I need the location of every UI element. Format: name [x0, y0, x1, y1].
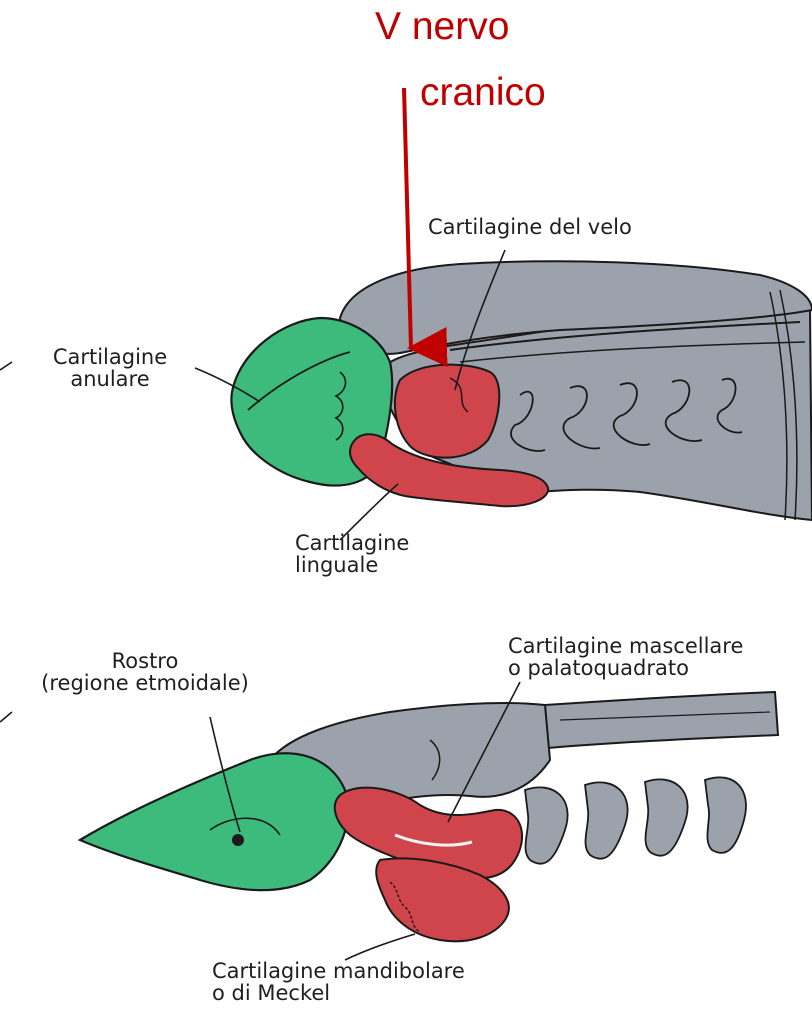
branchial-arch-3 — [645, 779, 688, 855]
margin-tick-2 — [0, 712, 12, 722]
velum-cartilage — [395, 365, 499, 458]
label-meckel: Cartilagine mandibolare o di Meckel — [212, 960, 465, 1004]
nerve-label-line1: V nervo — [375, 6, 509, 48]
label-lingual-cartilage: Cartilagine linguale — [295, 532, 409, 576]
branchial-arch-1 — [525, 787, 568, 863]
rostrum — [80, 753, 348, 890]
bottom-figure — [80, 692, 778, 941]
vertebral-column — [545, 692, 778, 748]
label-velum-cartilage: Cartilagine del velo — [428, 216, 632, 238]
nerve-label-line2: cranico — [420, 72, 546, 114]
margin-tick-1 — [0, 362, 12, 370]
branchial-arch-4 — [705, 777, 746, 853]
branchial-arch-2 — [585, 782, 628, 858]
label-annular-cartilage: Cartilagine anulare — [30, 346, 190, 390]
nasal-capsule — [232, 834, 244, 846]
label-palatoquadrate: Cartilagine mascellare o palatoquadrato — [508, 635, 743, 679]
label-rostrum: Rostro (regione etmoidale) — [10, 650, 280, 694]
top-figure — [231, 261, 812, 520]
leader-mandibular — [345, 934, 415, 960]
